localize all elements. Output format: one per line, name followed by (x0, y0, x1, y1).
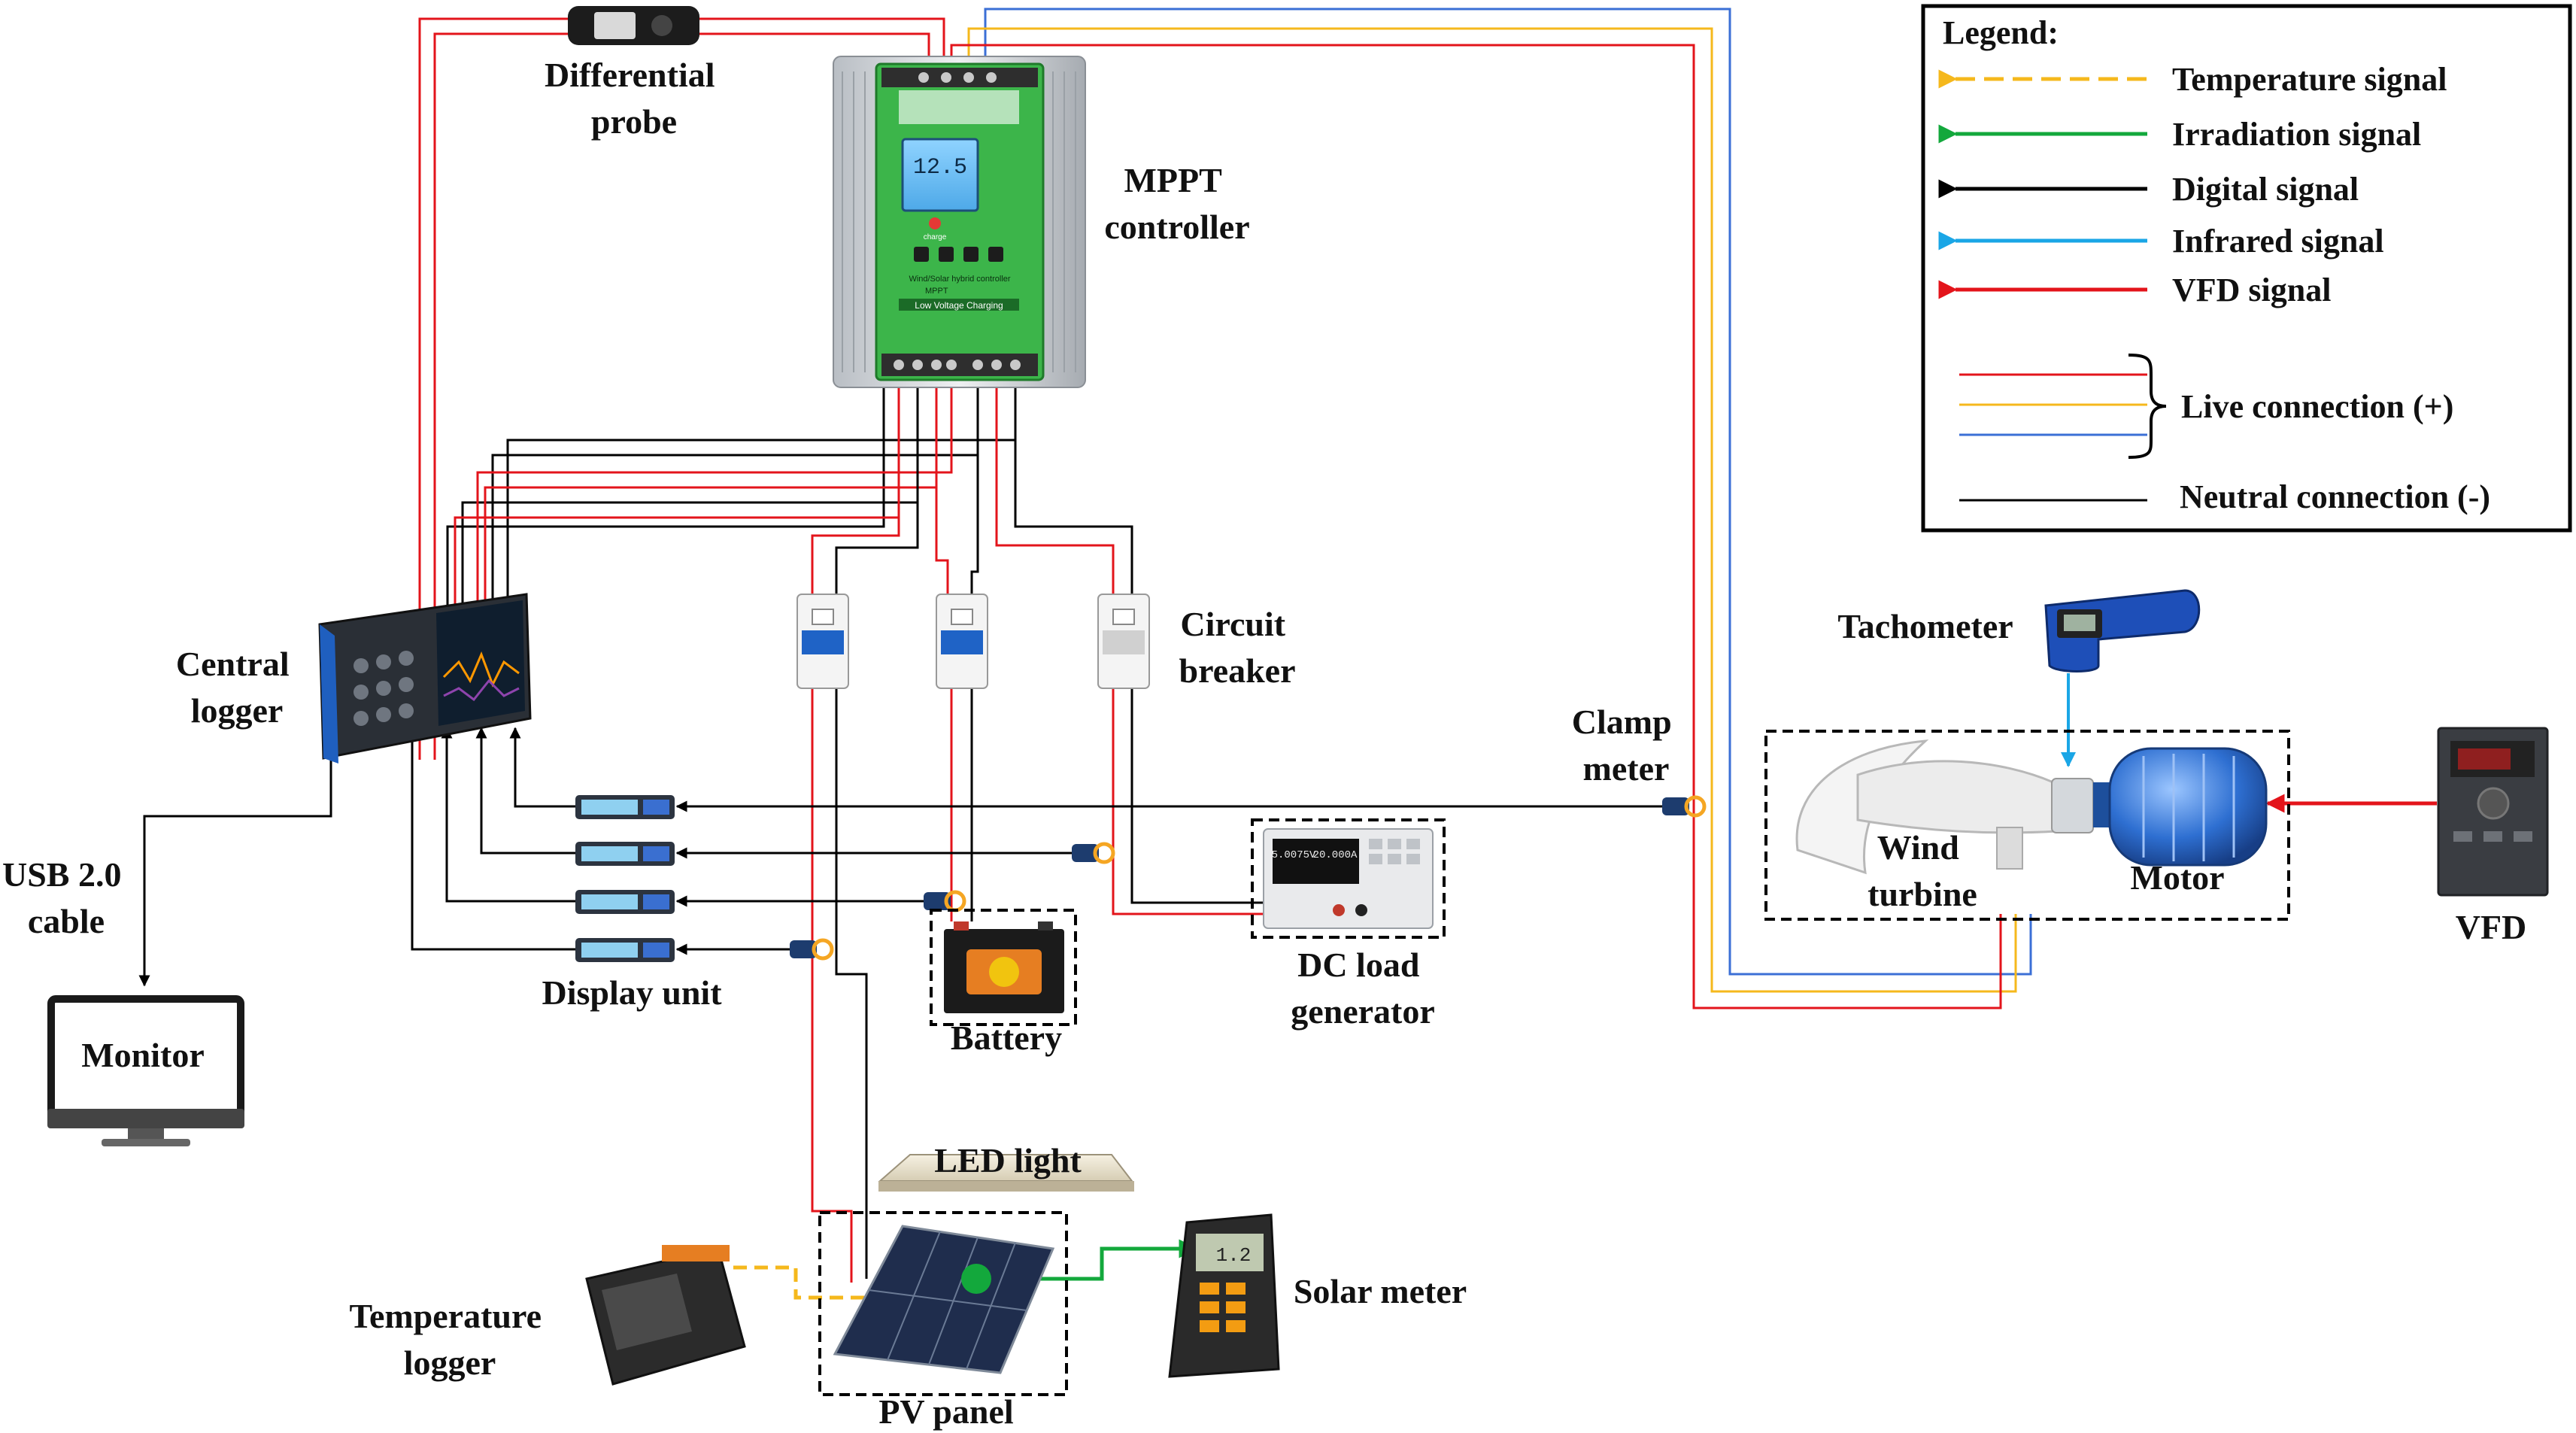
wire-pv-black (835, 688, 868, 1279)
solar-meter-device: 1.2 (1168, 1213, 1280, 1378)
probe-lead-left-2 (433, 32, 572, 760)
circuit-breaker-label: Circuit breaker (1179, 605, 1295, 690)
digital-line-4 (406, 727, 575, 951)
dc-load-reading-voltage: 5.0075V (1272, 849, 1316, 861)
turbine-line-yellow (967, 27, 2017, 993)
battery-label: Battery (951, 1019, 1062, 1057)
probe-lead-right (696, 17, 945, 71)
legend-box (1921, 4, 2572, 533)
battery-device (930, 909, 1077, 1026)
clamp-probe-1 (1662, 795, 1707, 818)
solar-meter-label: Solar meter (1294, 1272, 1467, 1310)
legend-infrared-label: Infrared signal (2172, 223, 2384, 260)
wire-load-red (1112, 688, 1264, 915)
display-unit-1 (575, 795, 675, 819)
legend-digital-label: Digital signal (2172, 171, 2359, 208)
digital-line-1 (509, 727, 575, 808)
digital-line-3 (441, 727, 575, 903)
bus-black-4 (446, 357, 885, 608)
temperature-line (733, 1265, 901, 1307)
clamp-probe-4 (790, 938, 834, 961)
differential-probe-device (568, 6, 699, 45)
display-unit-4 (575, 938, 675, 962)
controller-brand-line: Wind/Solar hybrid controller (909, 275, 1010, 284)
wire-bat-red-top (935, 357, 949, 594)
legend-temperature-label: Temperature signal (2172, 61, 2447, 98)
temperature-logger-label: Temperature logger (349, 1297, 550, 1382)
wind-turbine-label: Wind turbine (1868, 828, 1977, 913)
controller-mode-line: MPPT (925, 287, 948, 296)
central-logger-label: Central logger (176, 645, 298, 730)
dc-load-generator-label: DC load generator (1291, 946, 1435, 1031)
legend-neutral-label: Neutral connection (-) (2180, 478, 2490, 515)
temperature-logger-device (585, 1245, 746, 1386)
dc-load-generator-device: 5.0075V 20.000A (1251, 818, 1446, 939)
legend-live-label: Live connection (+) (2181, 388, 2453, 425)
mppt-controller-device: 12.5 charge Wind/Solar hybrid controller… (833, 56, 1086, 388)
solar-meter-reading: 1.2 (1216, 1244, 1252, 1267)
central-logger-device (318, 593, 532, 764)
wire-bat-black-top (970, 357, 979, 594)
controller-screen-reading: 12.5 (913, 155, 967, 181)
mppt-controller-label: MPPT controller (1104, 161, 1249, 246)
legend-live-brace (2128, 354, 2167, 459)
clamp-probes (790, 795, 1707, 961)
usb-cable-line (138, 758, 332, 987)
circuit-breaker-load (1097, 594, 1150, 689)
display-unit-2 (575, 842, 675, 866)
turbine-line-blue (984, 8, 2032, 976)
bus-red-3 (454, 357, 900, 608)
turbine-line-red (950, 44, 2002, 1009)
wire-load-red-top (995, 357, 1115, 594)
display-unit-group (575, 795, 675, 962)
display-unit-3 (575, 890, 675, 914)
legend: Legend: Temperature signal Irradiation s… (1921, 4, 2572, 533)
vfd-label: VFD (2456, 908, 2527, 946)
legend-title: Legend: (1943, 14, 2059, 51)
wire-pv-red-top (811, 357, 900, 594)
monitor-label: Monitor (81, 1036, 205, 1074)
tachometer-device (2044, 589, 2201, 672)
controller-status-line: Low Voltage Charging (915, 300, 1003, 311)
led-light-device (878, 1154, 1134, 1192)
bus-black-2 (491, 357, 979, 608)
circuit-breaker-pv (796, 594, 849, 689)
wire-load-black-top (1014, 357, 1133, 594)
digital-line-2 (475, 727, 575, 855)
usb-cable-label: USB 2.0 cable (2, 855, 130, 940)
tachometer-label: Tachometer (1837, 607, 2013, 645)
bus-black-3 (461, 357, 919, 608)
motor-label: Motor (2130, 858, 2224, 897)
pv-panel-label: PV panel (878, 1392, 1013, 1431)
vfd-device (2437, 727, 2549, 897)
wire-pv-black-top (835, 357, 919, 594)
legend-irradiation-label: Irradiation signal (2172, 116, 2421, 153)
clamp-probe-3 (924, 890, 966, 912)
bus-black-1 (506, 357, 1017, 608)
display-unit-label: Display unit (542, 973, 722, 1012)
probe-lead-left (418, 17, 572, 760)
wire-load-black (1130, 688, 1264, 904)
controller-indicator-text: charge (924, 233, 947, 241)
clamp-meter-label: Clamp meter (1572, 703, 1680, 788)
bus-red-2 (484, 357, 938, 608)
wire-pv-red (811, 688, 853, 1283)
legend-vfd-label: VFD signal (2172, 272, 2331, 308)
circuit-breaker-battery (936, 594, 988, 689)
differential-probe-label: Differential probe (545, 56, 724, 141)
led-light-label: LED light (934, 1141, 1082, 1179)
turbine-motor-assembly (1764, 730, 2290, 921)
dc-load-reading-current: 20.000A (1313, 849, 1358, 861)
bus-red-1 (476, 357, 953, 608)
clamp-probe-2 (1072, 842, 1115, 864)
pv-panel-device (818, 1211, 1068, 1396)
monitor-device (47, 995, 244, 1146)
